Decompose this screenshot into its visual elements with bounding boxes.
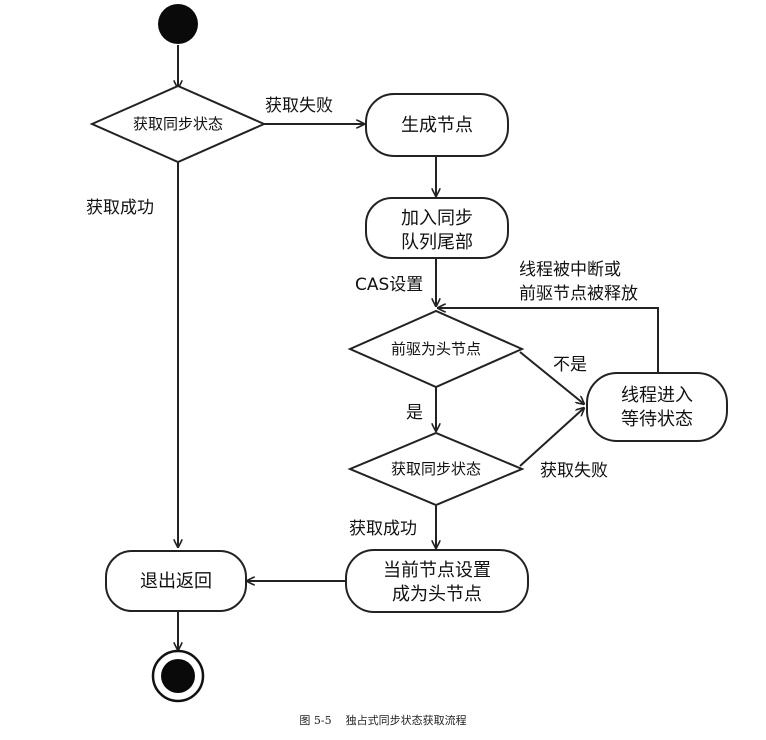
end-node bbox=[151, 649, 205, 703]
action-enqueue-tail: 加入同步 队列尾部 bbox=[365, 197, 509, 259]
label-interrupt-line1: 线程被中断或 bbox=[519, 260, 621, 280]
edge-wait-to-pred-check-loop bbox=[438, 308, 659, 373]
action-set-head-line2: 成为头节点 bbox=[392, 584, 482, 605]
label-acquire-fail-loop: 获取失败 bbox=[540, 461, 608, 481]
action-wait-state-line1: 线程进入 bbox=[621, 385, 693, 406]
decision-pred-head-label: 前驱为头节点 bbox=[391, 340, 481, 358]
action-enqueue-tail-line2: 队列尾部 bbox=[401, 232, 473, 253]
action-enqueue-tail-line1: 加入同步 bbox=[401, 208, 473, 229]
label-not-yes: 不是 bbox=[553, 355, 587, 375]
decision-acquire-loop: 获取同步状态 bbox=[347, 431, 525, 507]
start-node bbox=[158, 4, 198, 44]
label-interrupt-line2: 前驱节点被释放 bbox=[519, 284, 638, 304]
figure-caption: 图 5-5 独占式同步状态获取流程 bbox=[299, 713, 466, 727]
action-set-head-line1: 当前节点设置 bbox=[383, 560, 491, 581]
label-yes: 是 bbox=[406, 403, 423, 423]
edge-acquire-fail-to-wait bbox=[519, 408, 584, 467]
action-exit-return: 退出返回 bbox=[105, 550, 247, 612]
label-cas-set: CAS设置 bbox=[355, 275, 423, 295]
label-acquire-success-left: 获取成功 bbox=[86, 198, 154, 218]
action-set-head: 当前节点设置 成为头节点 bbox=[345, 549, 529, 613]
action-wait-state-line2: 等待状态 bbox=[621, 409, 693, 430]
label-acquire-fail-top: 获取失败 bbox=[265, 96, 333, 116]
decision-acquire-loop-label: 获取同步状态 bbox=[391, 460, 481, 478]
nodes: 获取同步状态 生成节点 加入同步 队列尾部 前驱为头节点 线程进入 等待状态 获… bbox=[89, 4, 728, 703]
edges bbox=[178, 45, 659, 650]
edge-labels: 获取失败 获取成功 CAS设置 线程被中断或 前驱节点被释放 不是 是 获取失败… bbox=[86, 96, 638, 539]
action-create-node: 生成节点 bbox=[365, 93, 509, 157]
decision-acquire-top: 获取同步状态 bbox=[89, 84, 267, 164]
action-create-node-label: 生成节点 bbox=[401, 115, 473, 136]
action-wait-state: 线程进入 等待状态 bbox=[586, 372, 728, 442]
decision-acquire-top-label: 获取同步状态 bbox=[133, 115, 223, 133]
decision-pred-head: 前驱为头节点 bbox=[347, 309, 525, 389]
action-exit-return-label: 退出返回 bbox=[140, 571, 212, 592]
label-acquire-success-bottom: 获取成功 bbox=[349, 519, 417, 539]
edge-not-head-to-wait bbox=[519, 351, 584, 404]
